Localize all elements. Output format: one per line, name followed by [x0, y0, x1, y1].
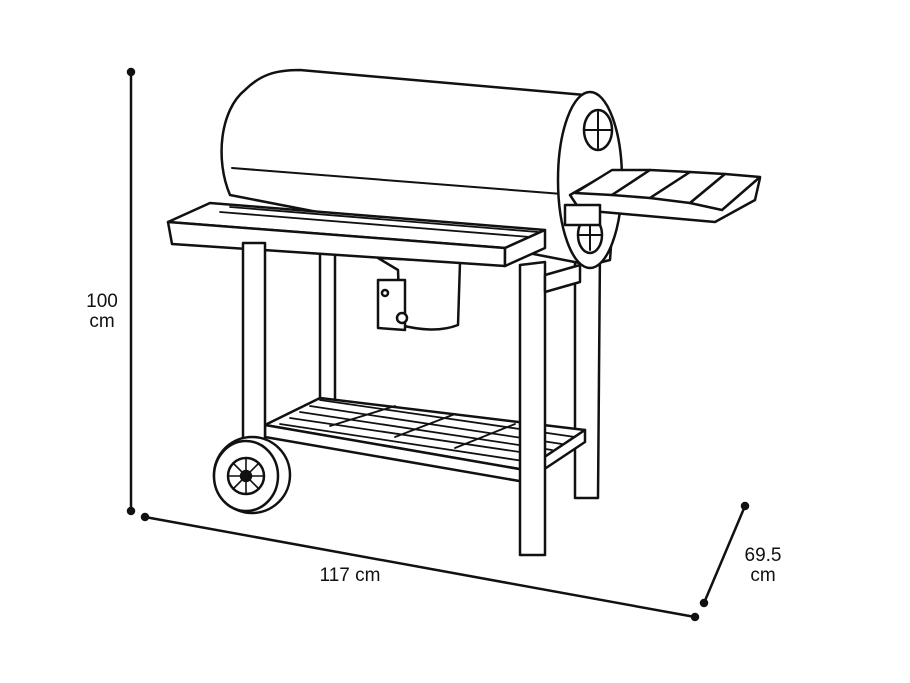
width-label: 117 cm — [319, 565, 381, 586]
wheel — [212, 435, 292, 515]
depth-dimension-line — [699, 501, 750, 608]
depth-value: 69.5 — [744, 545, 782, 566]
width-dimension-line — [140, 512, 700, 622]
depth-unit: cm — [750, 565, 776, 586]
right-side-shelf — [563, 168, 762, 227]
left-side-shelf — [166, 201, 547, 268]
front-legs — [241, 241, 582, 557]
height-label: 100 cm — [78, 292, 126, 332]
height-value: 100 — [86, 291, 118, 312]
height-dimension-line — [126, 67, 136, 516]
ash-pan — [376, 256, 462, 332]
depth-label: 69.5 cm — [735, 546, 791, 586]
height-unit: cm — [89, 311, 115, 332]
